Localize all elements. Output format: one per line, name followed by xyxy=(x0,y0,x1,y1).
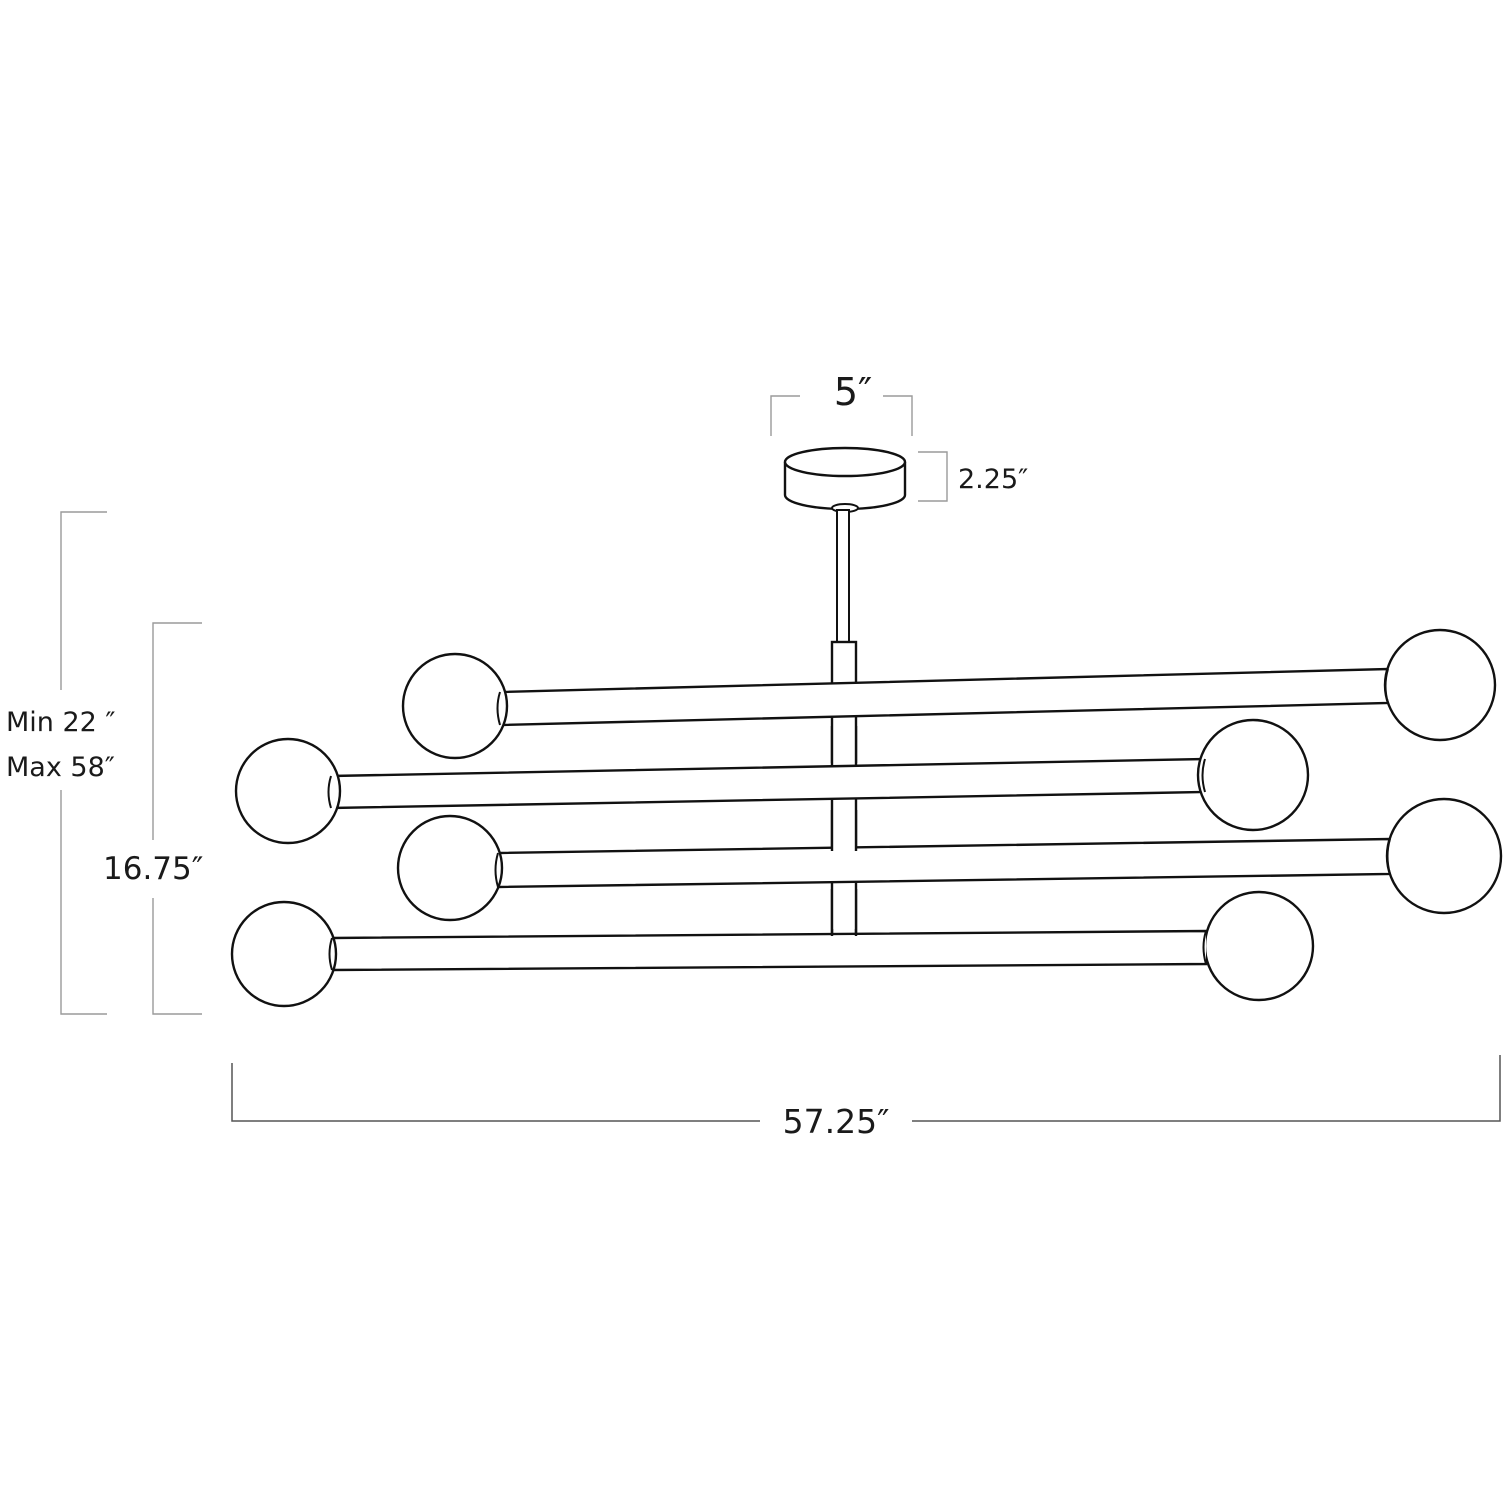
globe-shade-3-left xyxy=(396,814,504,922)
fixture-height-label: 16.75″ xyxy=(103,851,203,887)
canopy-height-dimension: 2.25″ xyxy=(918,451,1028,502)
arm-2 xyxy=(234,718,1310,845)
overall-height-min-label: Min 22 ″ xyxy=(6,707,116,738)
globe-shade-4-right xyxy=(1203,890,1315,1002)
globe-shade-3-right xyxy=(1385,797,1503,915)
fixture-height-dimension: 16.75″ xyxy=(103,622,203,1015)
globe-shade-2-right xyxy=(1196,718,1310,832)
arm-1 xyxy=(401,628,1497,760)
arm-3 xyxy=(396,797,1503,922)
overall-height-max-label: Max 58″ xyxy=(6,752,115,783)
globe-shade-1-right xyxy=(1383,628,1497,742)
fixture-width-dimension: 57.25″ xyxy=(231,1055,1501,1141)
canopy-width-label: 5″ xyxy=(834,370,872,414)
ceiling-canopy xyxy=(783,446,907,513)
globe-shade-2-left xyxy=(234,737,342,845)
globe-shade-4-left xyxy=(230,900,338,1008)
canopy-height-label: 2.25″ xyxy=(958,464,1028,495)
center-spine-front xyxy=(830,726,858,936)
canopy-width-dimension: 5″ xyxy=(770,370,913,436)
globe-shade-1-left xyxy=(401,652,509,760)
arm-4 xyxy=(230,890,1315,1008)
overall-height-dimension: Min 22 ″ Max 58″ xyxy=(6,511,116,1015)
fixture-width-label: 57.25″ xyxy=(783,1102,890,1141)
